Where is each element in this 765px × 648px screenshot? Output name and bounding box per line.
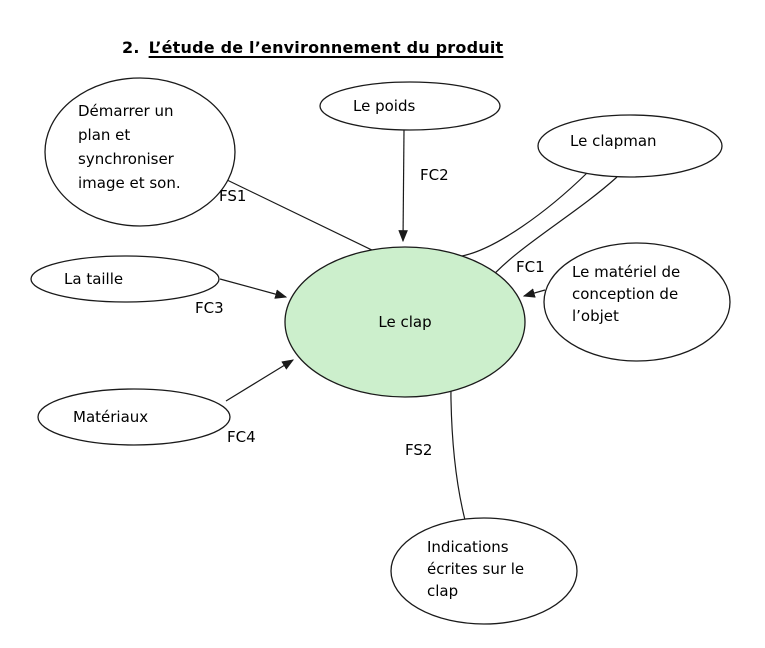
title-text: L’étude de l’environnement du produit <box>148 38 504 57</box>
link-fc4 <box>225 359 295 402</box>
ellipse-demarrer <box>44 77 236 227</box>
label-demarrer: Démarrer un plan et synchroniser image e… <box>78 102 181 192</box>
label-indications: Indications écrites sur le clap <box>427 538 525 600</box>
product-ellipse <box>284 246 526 398</box>
ellipse-la-taille <box>30 255 220 303</box>
link-label-fc1: FC1 <box>516 258 545 276</box>
label-materiaux: Matériaux <box>73 408 149 426</box>
product-label: Le clap <box>378 313 432 331</box>
ellipse-le-poids <box>319 81 501 131</box>
link-fc1 <box>522 288 546 298</box>
ellipse-materiel <box>543 242 731 362</box>
label-materiel: Le matériel de conception de l’objet <box>572 263 681 325</box>
ellipse-indications <box>390 517 578 625</box>
link-label-fc2: FC2 <box>420 166 449 184</box>
link-label-fs1: FS1 <box>219 187 247 205</box>
label-le-clapman: Le clapman <box>570 132 657 150</box>
link-label-fc4: FC4 <box>227 428 256 446</box>
ellipse-le-clapman <box>537 114 723 178</box>
link-label-fc3: FC3 <box>195 299 224 317</box>
label-la-taille: La taille <box>64 270 124 288</box>
link-fc3 <box>219 278 288 299</box>
ellipse-materiaux <box>37 388 231 446</box>
page-title: 2. L’étude de l’environnement du produit <box>122 38 503 57</box>
title-number: 2. <box>122 38 140 57</box>
label-le-poids: Le poids <box>353 97 416 115</box>
link-label-fs2: FS2 <box>405 441 433 459</box>
link-fc2 <box>398 129 408 243</box>
